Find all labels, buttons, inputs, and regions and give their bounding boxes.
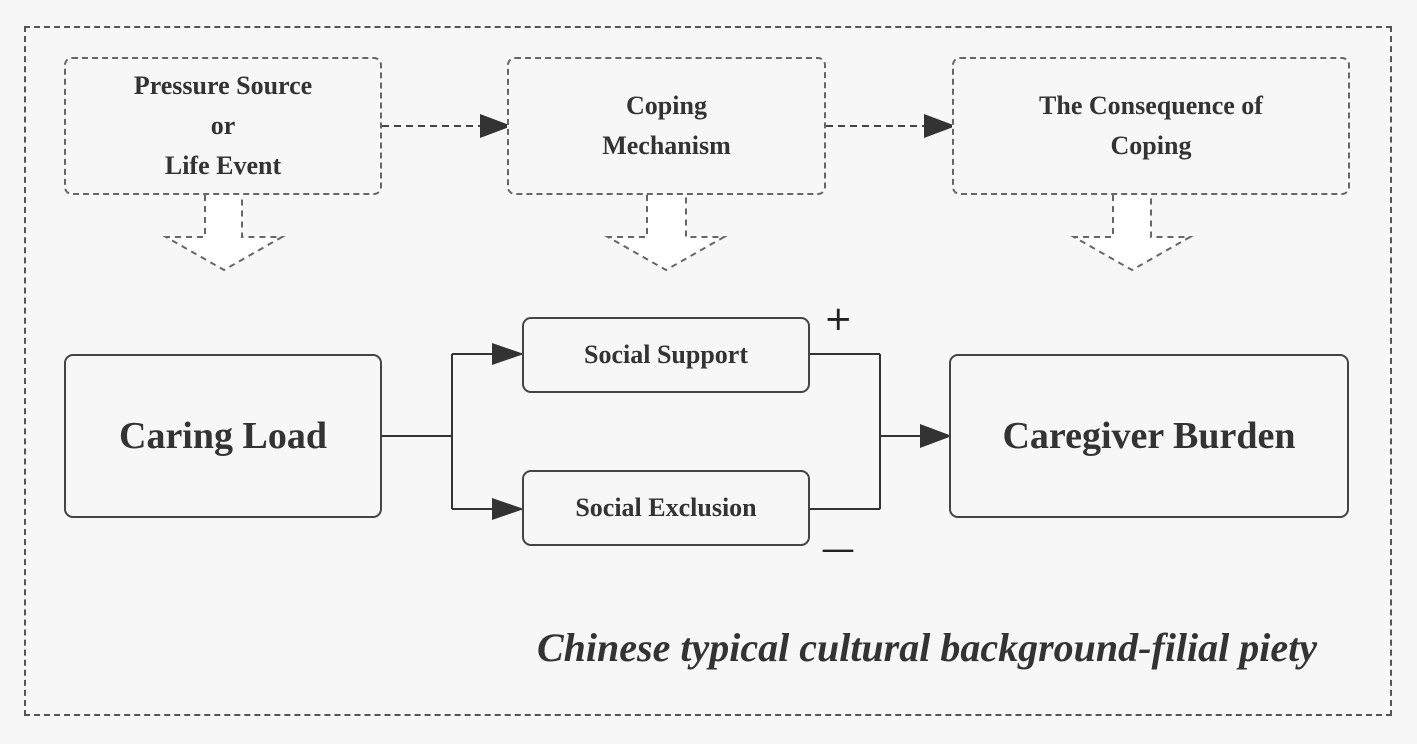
social-support-box: Social Support <box>522 317 810 393</box>
arrow-to-social-support <box>452 343 524 365</box>
social-exclusion-box: Social Exclusion <box>522 470 810 546</box>
connector-merge <box>808 353 881 510</box>
dashed-arrow-coping-to-consequence <box>826 114 956 138</box>
negative-sign: — <box>821 529 855 569</box>
pressure-source-label: Pressure Source or Life Event <box>133 71 313 180</box>
cultural-background-frame <box>24 26 1392 716</box>
pressure-source-box: Pressure Source or Life Event <box>64 57 382 195</box>
cultural-background-caption: Chinese typical cultural background-fili… <box>537 625 1317 670</box>
consequence-box: The Consequence of Coping <box>952 57 1350 195</box>
caring-load-label: Caring Load <box>119 415 327 457</box>
coping-mechanism-box: Coping Mechanism <box>507 57 826 195</box>
social-support-label: Social Support <box>584 340 748 369</box>
caregiver-burden-label: Caregiver Burden <box>1002 415 1296 457</box>
caregiver-burden-box: Caregiver Burden <box>949 354 1349 518</box>
caring-load-box: Caring Load <box>64 354 382 518</box>
arrow-to-caregiver-burden <box>880 424 952 448</box>
social-exclusion-label: Social Exclusion <box>575 493 757 522</box>
down-arrow-consequence <box>1070 195 1194 272</box>
coping-mechanism-label: Coping Mechanism <box>602 91 731 160</box>
positive-sign: + <box>824 299 853 339</box>
connector-caring-load-branch <box>382 354 453 509</box>
arrow-to-social-exclusion <box>452 498 524 520</box>
down-arrow-pressure <box>162 195 286 272</box>
dashed-arrow-pressure-to-coping <box>382 114 512 138</box>
consequence-label: The Consequence of Coping <box>1039 91 1263 160</box>
down-arrow-coping <box>604 195 728 272</box>
